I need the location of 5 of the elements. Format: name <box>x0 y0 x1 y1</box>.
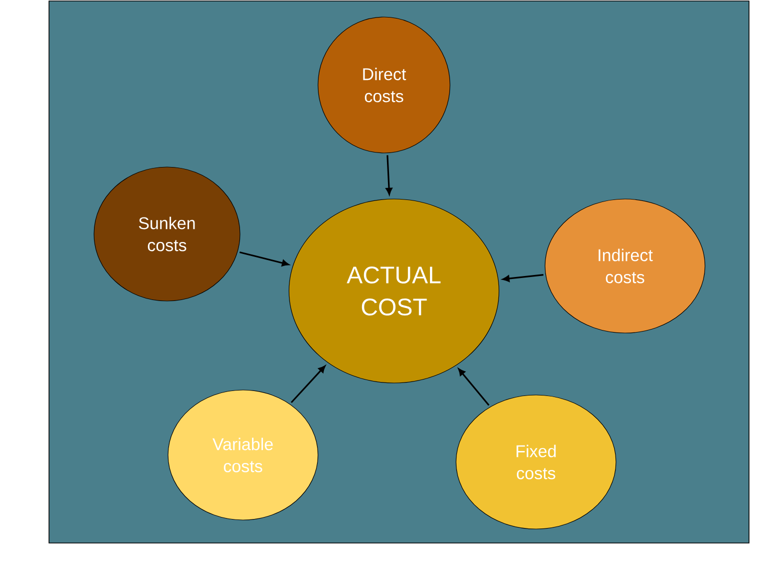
arrow <box>386 155 392 195</box>
arrow <box>458 368 490 406</box>
arrow <box>290 366 326 404</box>
arrow <box>502 274 544 282</box>
arrow <box>239 251 289 266</box>
